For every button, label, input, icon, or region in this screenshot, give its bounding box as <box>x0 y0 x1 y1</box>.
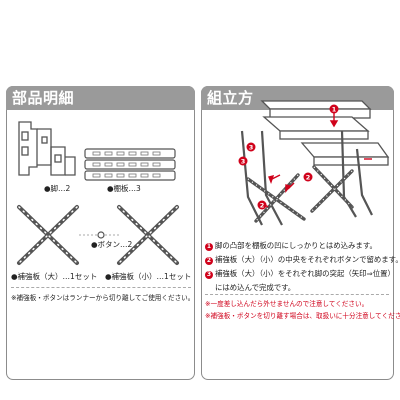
assembly-panel: 組立方 <box>201 86 400 380</box>
parts-list-title: 部品明細 <box>6 86 195 110</box>
shelf-label: ●棚板…3 <box>107 184 141 193</box>
top-shelf <box>260 100 372 110</box>
assembly-note-1: ※一度差し込んだら外せませんので注意してください。 <box>205 300 369 308</box>
parts-note: ※補強板・ボタンはランナーから切り離してご使用ください。 <box>11 294 195 302</box>
leg-label: ●脚…2 <box>44 184 71 193</box>
brace-large-label: ●補強板（大）…1セット <box>11 272 98 281</box>
lower-shelf <box>300 142 390 158</box>
divider <box>11 287 191 288</box>
marker-3a: 3 <box>249 144 254 152</box>
leg-part <box>18 121 76 176</box>
assembly-note-2: ※補強板・ボタンを切り離す場合は、取扱いに十分注意してください。 <box>205 312 400 320</box>
shelf-part <box>84 148 176 181</box>
assembly-step-3-cont: にはめ込んで完成です。 <box>215 283 296 292</box>
brace-small-label: ●補強板（小）…1セット <box>105 272 192 281</box>
leg-front-left <box>240 130 263 226</box>
marker-1: 1 <box>332 106 337 114</box>
assembly-illustration: 1 3 3 2 2 <box>238 100 390 226</box>
marker-3b: 3 <box>241 158 246 166</box>
brace-small-part <box>117 205 179 265</box>
button-label: ●ボタン…2 <box>91 240 133 249</box>
brace-large-part <box>17 205 79 265</box>
marker-2b: 2 <box>260 202 265 210</box>
button-part <box>97 231 105 239</box>
divider <box>205 294 389 295</box>
middle-shelf <box>262 116 370 132</box>
marker-2a: 2 <box>306 174 311 182</box>
parts-list-panel: 部品明細 <box>6 86 195 380</box>
parts-illustration <box>17 121 179 265</box>
marker-group: 1 3 3 2 2 <box>238 104 339 210</box>
